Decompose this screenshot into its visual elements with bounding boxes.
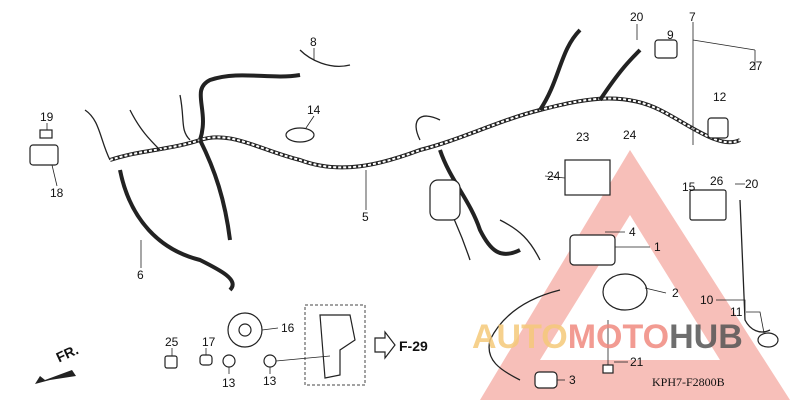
- callout-1: 1: [654, 240, 661, 254]
- ignition-coil: [429, 179, 461, 221]
- callout-10: 10: [700, 293, 714, 307]
- cap-3: [534, 371, 558, 389]
- callout-18: 18: [50, 186, 64, 200]
- terminal-14: [285, 127, 315, 143]
- callout-4: 4: [629, 225, 636, 239]
- callout-24b: 24: [547, 169, 561, 183]
- callout-7: 7: [689, 10, 696, 24]
- watermark-logo: [480, 150, 790, 400]
- callout-13b: 13: [263, 374, 277, 388]
- relay-18: [29, 144, 59, 166]
- terminal-11: [757, 332, 779, 348]
- nut-17: [199, 354, 213, 366]
- callout-12: 12: [713, 90, 727, 104]
- watermark-text: AUTOMOTOHUB: [472, 318, 743, 356]
- callout-17: 17: [202, 335, 216, 349]
- front-arrow-icon: [35, 370, 76, 384]
- washer-13b: [263, 354, 277, 368]
- starter-relay-2: [602, 273, 648, 311]
- bolt-21: [602, 364, 614, 374]
- reference-arrow-icon: [374, 330, 396, 360]
- callout-5: 5: [362, 210, 369, 224]
- ignition-module-1: [569, 234, 616, 266]
- callout-2: 2: [672, 286, 679, 300]
- callout-20: 20: [630, 10, 644, 24]
- callout-21: 21: [630, 355, 644, 369]
- callout-11: 11: [730, 305, 743, 319]
- callout-25: 25: [165, 335, 179, 349]
- callout-20b: 20: [745, 177, 759, 191]
- relay-15: [689, 189, 727, 221]
- main-wire-harness: [84, 28, 771, 381]
- relay-12: [707, 117, 729, 139]
- callout-14: 14: [307, 103, 321, 117]
- callout-15: 15: [682, 180, 696, 194]
- front-direction-label: FR.: [54, 341, 81, 365]
- callout-19: 19: [40, 110, 54, 124]
- callout-27: 27: [749, 59, 763, 73]
- clip-19: [39, 129, 53, 139]
- diagram-code: KPH7-F2800B: [652, 375, 725, 389]
- callout-8: 8: [310, 35, 317, 49]
- horn-bracket: [319, 314, 356, 379]
- callout-labels: 20 7 8 9 27 12 19 14 18 23 24 26 20 15 2…: [40, 10, 763, 390]
- leader-lines: [46, 22, 765, 381]
- washer-13a: [222, 354, 236, 368]
- callout-16: 16: [281, 321, 295, 335]
- callout-3: 3: [569, 373, 576, 387]
- callout-23: 23: [576, 130, 590, 144]
- callout-9: 9: [667, 28, 674, 42]
- bolt-25: [164, 355, 178, 369]
- callout-6: 6: [137, 268, 144, 282]
- callout-24a: 24: [623, 128, 637, 142]
- cover-9: [654, 39, 678, 59]
- regulator: [564, 159, 611, 196]
- parts: [29, 39, 779, 389]
- reference-f29[interactable]: F-29: [399, 338, 428, 354]
- callout-13a: 13: [222, 376, 236, 390]
- callout-26: 26: [710, 174, 724, 188]
